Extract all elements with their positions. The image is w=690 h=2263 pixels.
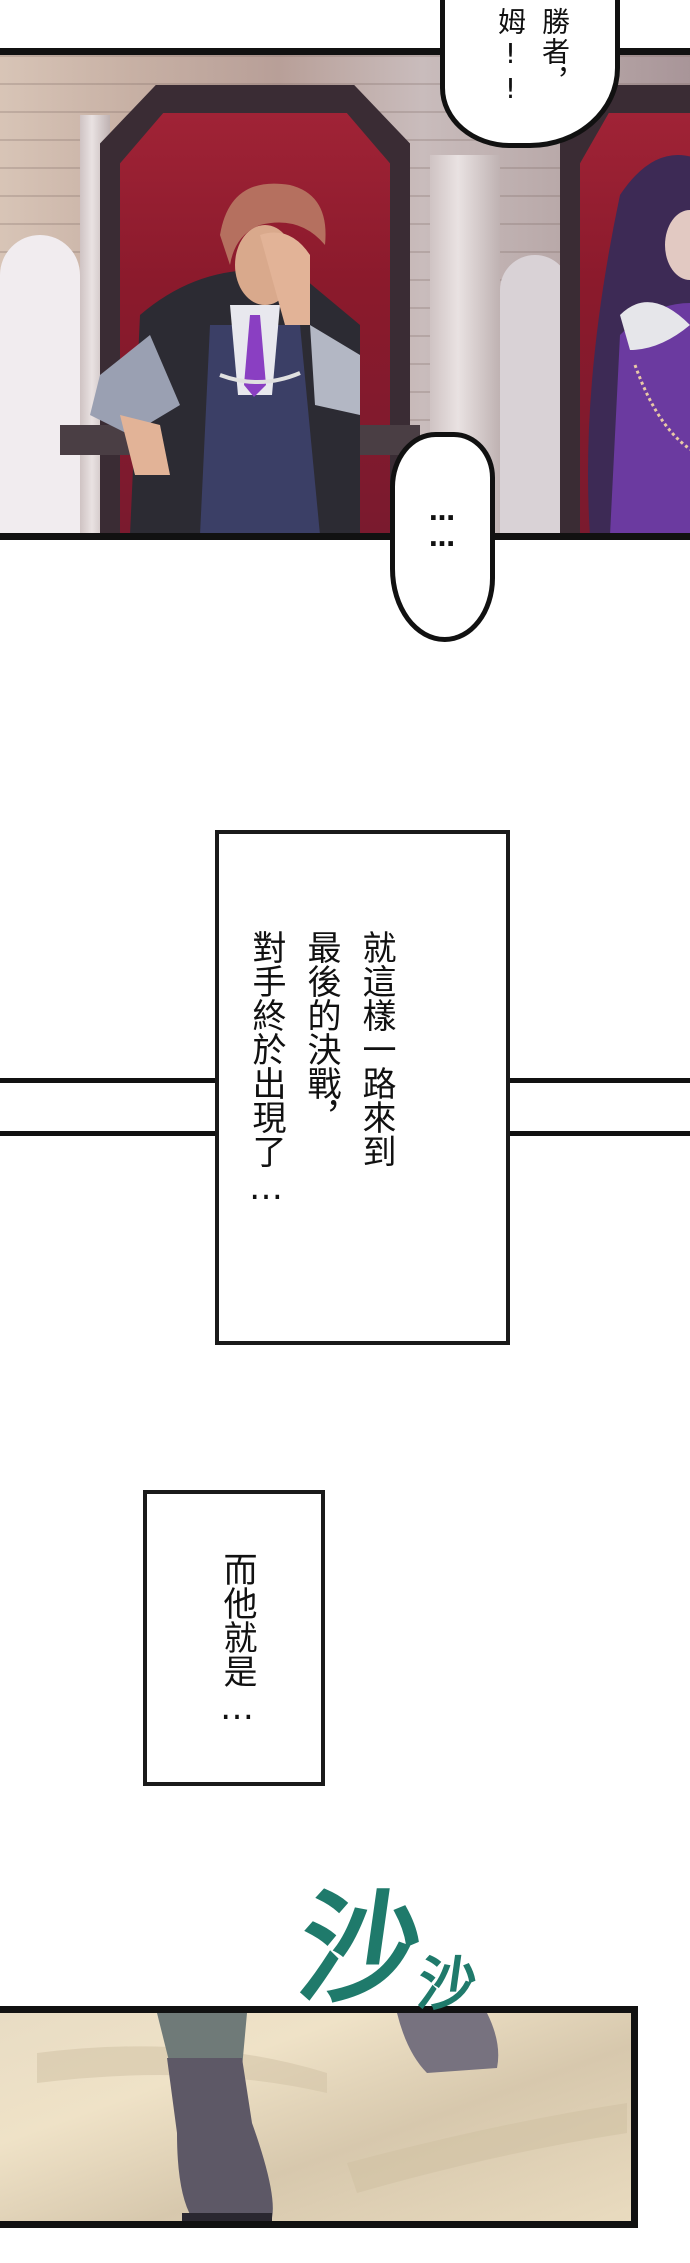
narration-box-1: 就這樣一路來到 最後的決戰， 對手終於出現了… [215,830,510,1345]
ellipsis-text: …… [427,497,457,549]
speech-bubble-ellipsis: …… [390,432,495,642]
sfx-large: 沙 [290,1880,430,2019]
divider-line-right-bottom [508,1131,690,1136]
divider-line-left-bottom [0,1131,218,1136]
arch-window-left [0,235,80,533]
arch-window-right [500,255,570,533]
narration-box-2: 而他就是… [143,1490,325,1786]
narration-line-2: 最後的決戰， [301,930,341,1134]
narration-line-1: 就這樣一路來到 [356,930,396,1168]
purple-hair-figure [588,155,690,533]
boots-illustration [37,2013,627,2221]
narration-line-4: 而他就是… [217,1552,257,1728]
speech-bubble-winner: 勝者， 姆!! [440,0,620,148]
narration-line-3: 對手終於出現了… [246,930,286,1208]
speech-line-1: 勝者， [538,7,571,97]
speech-line-2: 姆!! [494,7,527,107]
seated-man-figure [60,183,420,533]
sfx-small: 沙 [413,1950,481,2018]
divider-line-left-top [0,1078,218,1083]
divider-line-right-top [508,1078,690,1083]
panel-boots [0,2006,638,2228]
